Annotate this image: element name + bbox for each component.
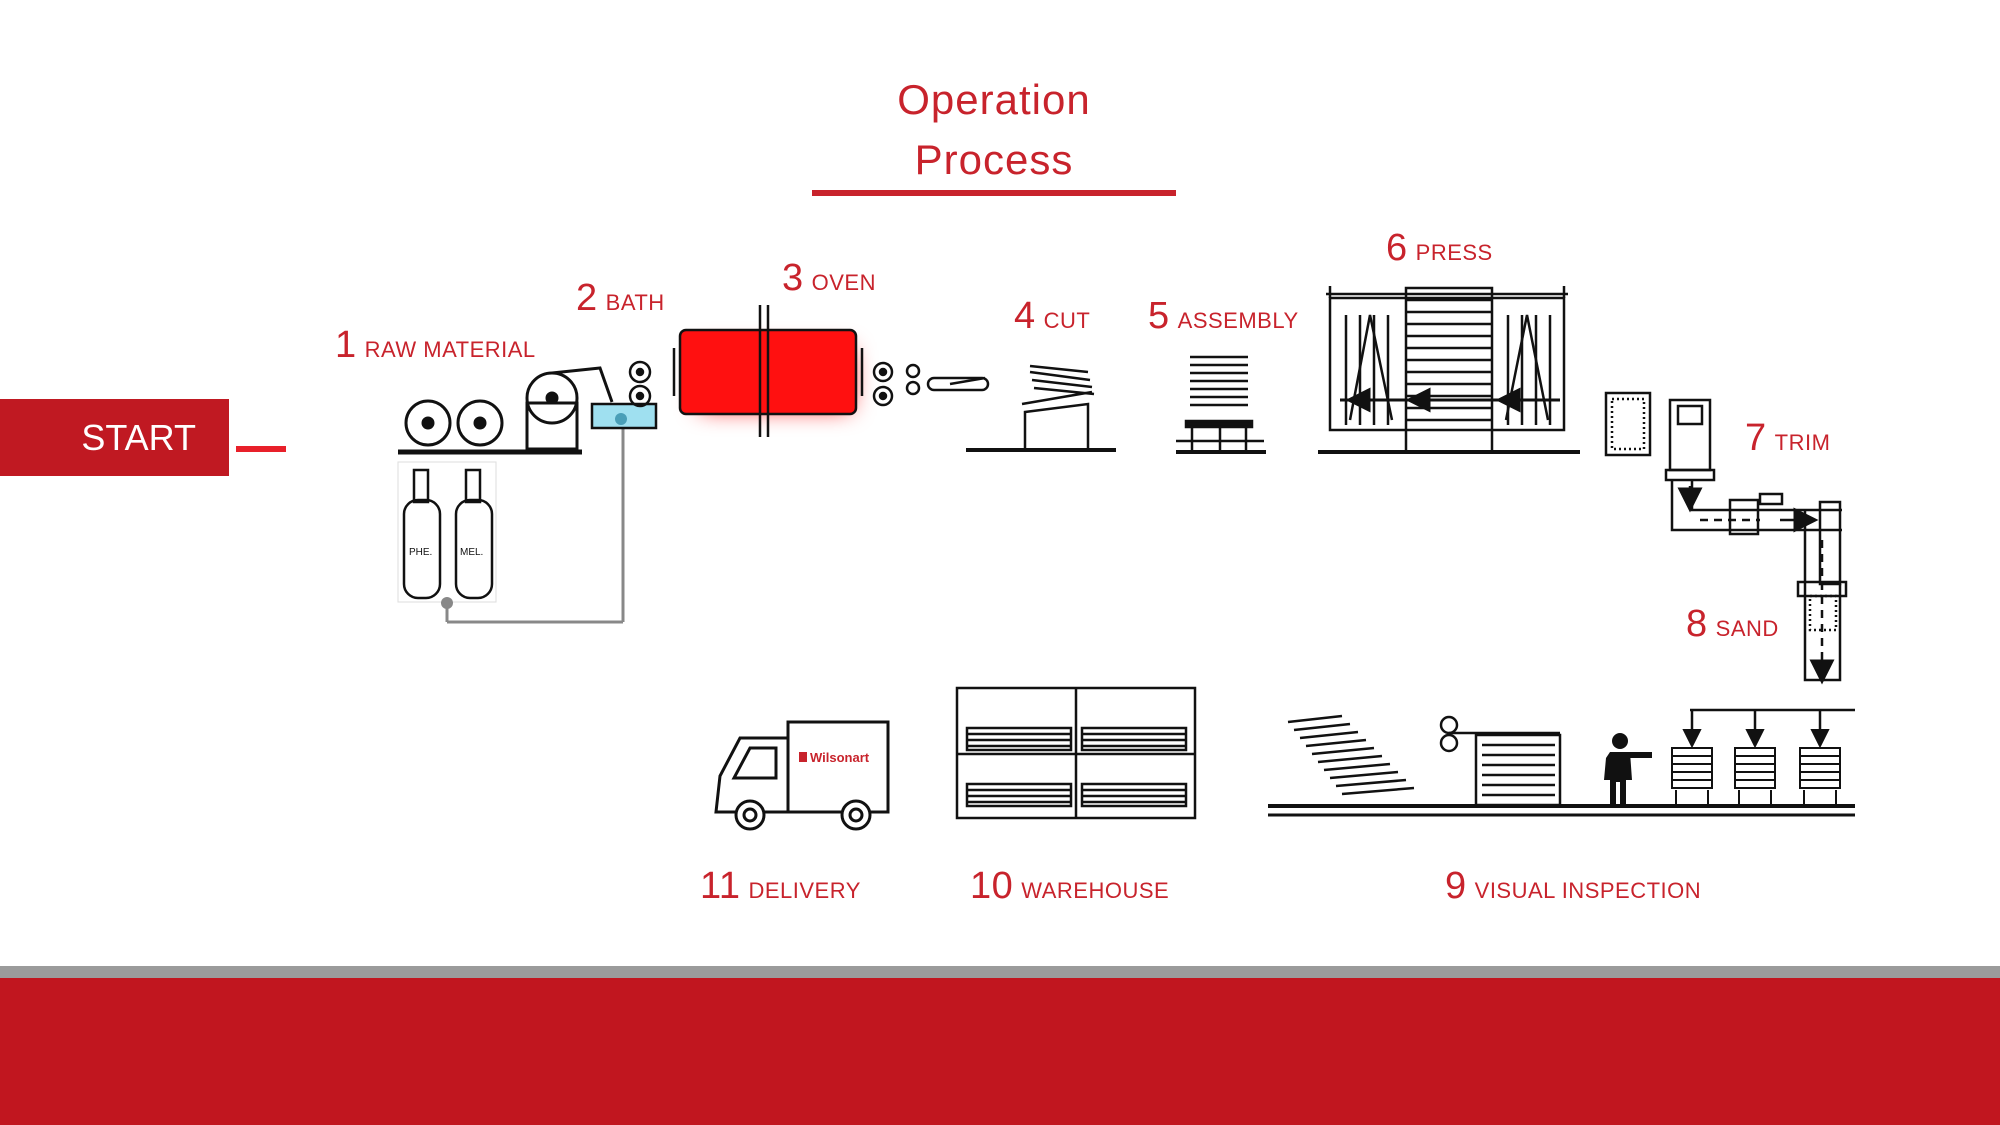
assembly-stack <box>1176 355 1266 454</box>
inspection-stacks <box>1671 729 1841 806</box>
tank-label-mel: MEL. <box>460 547 483 558</box>
oven <box>672 305 864 437</box>
warehouse-rack <box>955 686 1197 820</box>
pipe-joint <box>441 597 453 609</box>
page-title: Operation Process <box>812 70 1176 196</box>
footer-divider <box>0 966 2000 978</box>
chemical-tanks <box>397 461 497 603</box>
trim-sand-line <box>1604 391 1848 685</box>
raw-material-machine <box>398 366 614 455</box>
truck-logo-mark <box>799 752 807 762</box>
start-label: START <box>81 416 196 458</box>
tank-label-phe: PHE. <box>409 547 432 558</box>
oven-rollers <box>872 361 990 407</box>
cutting-machine <box>966 364 1116 452</box>
delivery-truck <box>714 720 890 831</box>
bath-machine <box>590 360 658 430</box>
title-text: Operation Process <box>897 76 1091 183</box>
start-connector <box>236 446 286 452</box>
inspection-line <box>1268 708 1855 817</box>
truck-brand-text: Wilsonart <box>810 750 870 765</box>
title-underline <box>812 190 1176 196</box>
inspector-person <box>1604 733 1652 806</box>
start-button[interactable]: START <box>0 399 229 476</box>
press-machine <box>1318 286 1580 454</box>
footer-bar <box>0 978 2000 1125</box>
